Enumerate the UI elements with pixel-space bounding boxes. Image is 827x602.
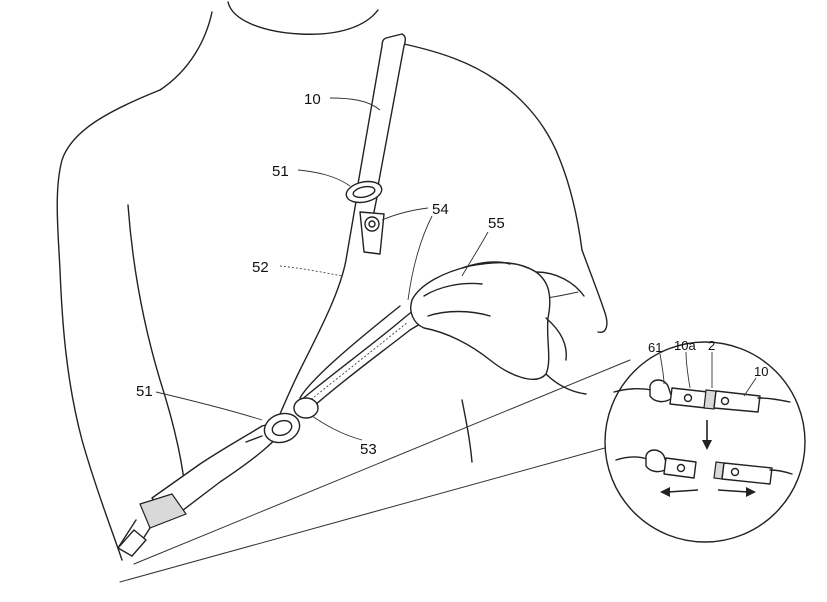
- label-strap-end: 10a: [674, 338, 696, 353]
- label-slider: 53: [360, 441, 377, 458]
- label-detail-strap: 10: [754, 364, 768, 379]
- body-outline: [56, 1, 608, 561]
- label-ring-lower: 51: [136, 383, 153, 400]
- slider: [293, 397, 319, 419]
- leader-lines: [155, 97, 757, 441]
- snap-upper: [359, 211, 385, 255]
- label-hook: 61: [648, 340, 662, 355]
- ring-lower: [245, 412, 301, 444]
- label-strap-sub: 52: [252, 259, 269, 276]
- labels: 10 51 54 52 55 51 53 61 10a 2 10: [136, 91, 768, 458]
- label-ring-upper: 51: [272, 163, 289, 180]
- label-snap-upper: 54: [432, 201, 449, 218]
- label-strap-main: 10: [304, 91, 321, 108]
- ring-upper: [345, 180, 383, 204]
- zoom-lines: [119, 359, 631, 583]
- label-grip-hand: 55: [488, 215, 505, 232]
- label-connector: 2: [708, 338, 715, 353]
- strap-sub: [295, 305, 421, 415]
- detail-view: [604, 341, 806, 543]
- strap-main: [117, 33, 407, 557]
- hand: [410, 261, 587, 395]
